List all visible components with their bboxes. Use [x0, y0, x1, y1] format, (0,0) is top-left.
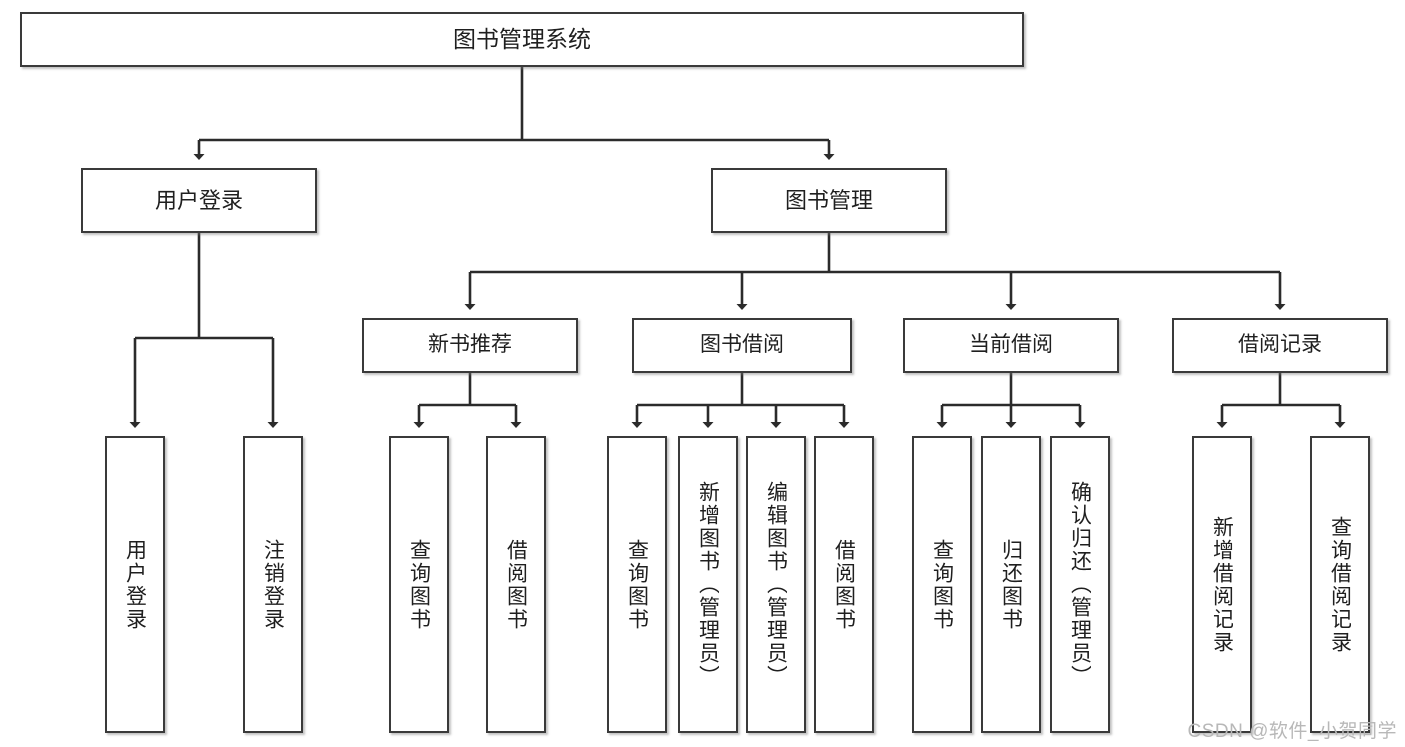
node-label: 图书管理系统	[453, 26, 591, 53]
node-leaf-return-book[interactable]: 归还图书	[981, 436, 1041, 733]
node-user-login[interactable]: 用户登录	[81, 168, 317, 233]
node-label: 查询借阅记录	[1329, 515, 1351, 654]
node-label: 归还图书	[1000, 538, 1022, 631]
node-label: 查询图书	[408, 538, 430, 631]
node-label: 编辑图书（管理员）	[765, 481, 787, 688]
node-book-manage[interactable]: 图书管理	[711, 168, 947, 233]
node-current-borrow[interactable]: 当前借阅	[903, 318, 1119, 373]
node-label: 借阅图书	[505, 538, 527, 631]
node-book-borrow[interactable]: 图书借阅	[632, 318, 852, 373]
node-leaf-borrow-book-1[interactable]: 借阅图书	[486, 436, 546, 733]
node-label: 用户登录	[124, 538, 146, 631]
node-label: 图书管理	[784, 187, 873, 213]
node-leaf-add-record[interactable]: 新增借阅记录	[1192, 436, 1252, 733]
node-leaf-user-login[interactable]: 用户登录	[105, 436, 165, 733]
node-label: 当前借阅	[969, 333, 1053, 357]
node-new-book-rec[interactable]: 新书推荐	[362, 318, 578, 373]
node-borrow-record[interactable]: 借阅记录	[1172, 318, 1388, 373]
node-label: 注销登录	[262, 538, 284, 631]
node-label: 借阅图书	[833, 538, 855, 631]
node-root[interactable]: 图书管理系统	[20, 12, 1024, 67]
node-label: 新增图书（管理员）	[697, 481, 719, 688]
node-label: 图书借阅	[700, 333, 784, 357]
node-label: 新书推荐	[428, 333, 512, 357]
watermark-text: CSDN @软件_小贺同学	[1187, 721, 1397, 742]
node-label: 借阅记录	[1238, 333, 1322, 357]
node-label: 用户登录	[154, 187, 243, 213]
node-leaf-user-logout[interactable]: 注销登录	[243, 436, 303, 733]
node-leaf-query-record[interactable]: 查询借阅记录	[1310, 436, 1370, 733]
node-leaf-borrow-book-2[interactable]: 借阅图书	[814, 436, 874, 733]
node-leaf-add-book[interactable]: 新增图书（管理员）	[678, 436, 738, 733]
node-leaf-query-book-2[interactable]: 查询图书	[607, 436, 667, 733]
node-leaf-query-book-3[interactable]: 查询图书	[912, 436, 972, 733]
node-label: 新增借阅记录	[1211, 515, 1233, 654]
node-leaf-edit-book[interactable]: 编辑图书（管理员）	[746, 436, 806, 733]
node-leaf-confirm-return[interactable]: 确认归还（管理员）	[1050, 436, 1110, 733]
node-leaf-query-book-1[interactable]: 查询图书	[389, 436, 449, 733]
node-label: 查询图书	[931, 538, 953, 631]
node-label: 确认归还（管理员）	[1069, 481, 1091, 688]
node-label: 查询图书	[626, 538, 648, 631]
